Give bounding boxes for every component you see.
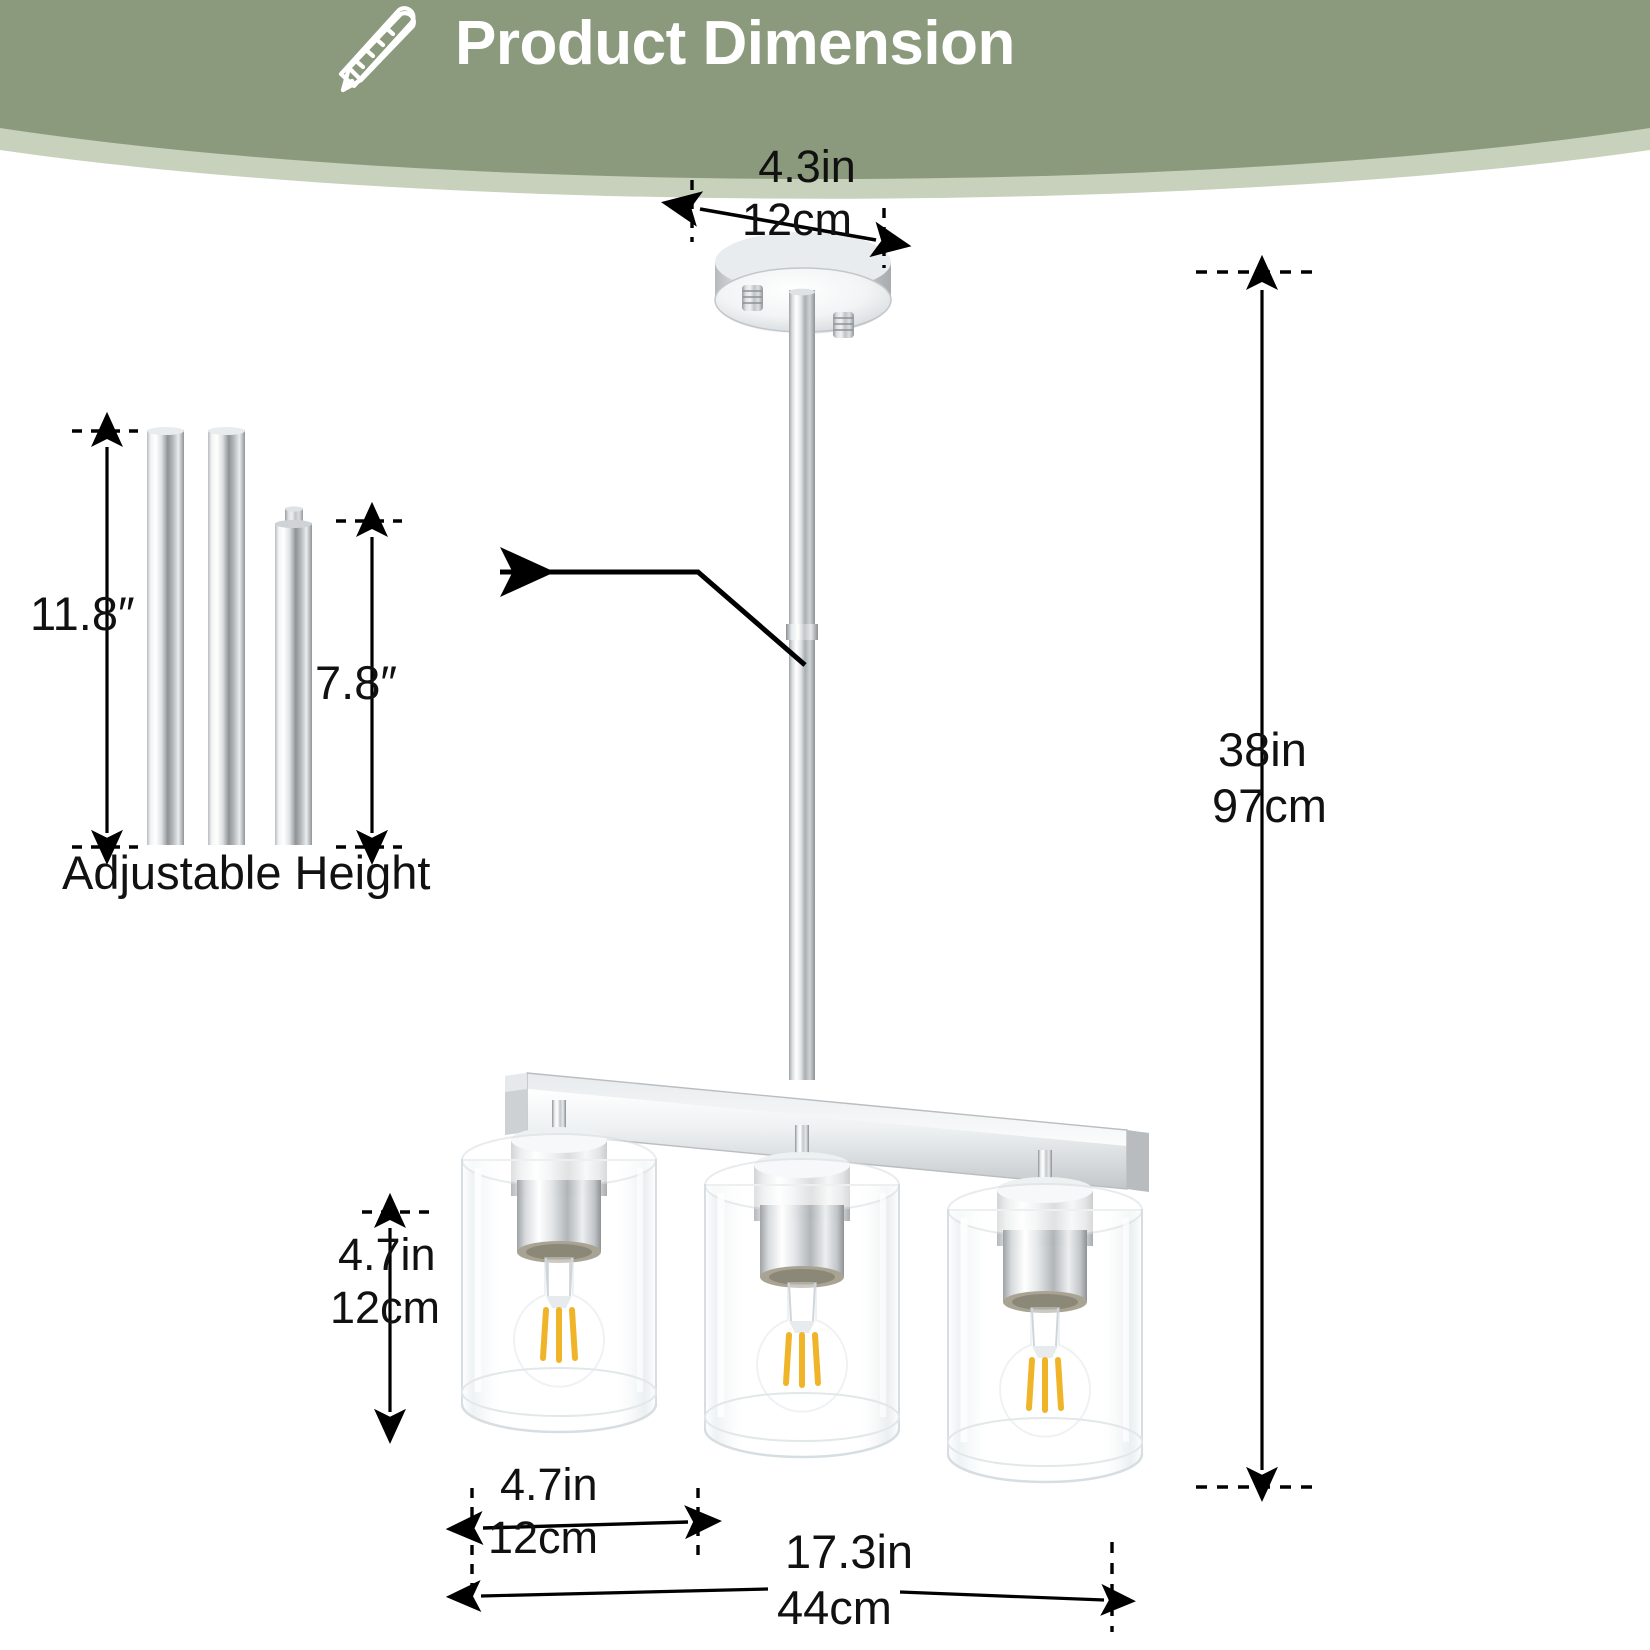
- canopy-imperial: 4.3in: [758, 141, 856, 192]
- led-bulb: [756, 1282, 848, 1413]
- canopy-screw: [833, 312, 854, 338]
- dimension-total-height: [1196, 254, 1312, 1502]
- header-curve-shape: [0, 0, 1650, 199]
- shade-assembly: [703, 1125, 901, 1459]
- crossbar: [505, 1072, 1149, 1192]
- dimension-label-rod-short: 7.8″: [315, 656, 397, 709]
- page-title: Product Dimension: [455, 9, 1015, 78]
- shade-width-metric: 12cm: [488, 1512, 599, 1563]
- canopy-metric: 12cm: [742, 194, 853, 245]
- dimension-label-canopy-width: 4.3in 12cm: [742, 140, 862, 246]
- shade-height-imperial: 4.7in: [338, 1229, 436, 1280]
- adjustable-height-caption: Adjustable Height: [62, 846, 431, 899]
- header-banner: Product Dimension: [0, 0, 1650, 200]
- dimension-shade-height: [362, 1192, 432, 1444]
- adjustable-rods-group: [147, 427, 312, 845]
- shade-assembly: [460, 1100, 658, 1434]
- dimension-label-shade-height: 4.7in 12cm: [330, 1228, 448, 1334]
- led-bulb: [999, 1307, 1091, 1438]
- canopy-screw: [742, 285, 763, 311]
- total-height-metric: 97cm: [1212, 779, 1327, 832]
- dimension-overall-width: [445, 1542, 1136, 1632]
- shade-width-imperial: 4.7in: [500, 1459, 598, 1510]
- dimension-label-total-height: 38in 97cm: [1212, 722, 1333, 834]
- downrod-leader-line: [500, 547, 807, 667]
- dimension-label-overall-width: 17.3in 44cm: [777, 1524, 914, 1636]
- shade-height-metric: 12cm: [330, 1282, 441, 1333]
- dimension-canopy-width: [661, 180, 912, 268]
- dimension-label-shade-width: 4.7in 12cm: [488, 1458, 610, 1564]
- shade-assembly: [946, 1150, 1144, 1484]
- dimension-shade-width: [445, 1488, 722, 1588]
- dimension-label-rod-long: 11.8″: [30, 587, 135, 640]
- ruler-pencil-icon: [325, 2, 430, 102]
- led-bulb: [513, 1257, 605, 1388]
- total-height-imperial: 38in: [1218, 723, 1307, 776]
- overall-width-metric: 44cm: [777, 1581, 892, 1634]
- overall-width-imperial: 17.3in: [785, 1525, 914, 1578]
- downrod: [786, 288, 818, 1080]
- dimension-rod-long: [72, 411, 138, 865]
- dimension-rod-short: [336, 501, 402, 865]
